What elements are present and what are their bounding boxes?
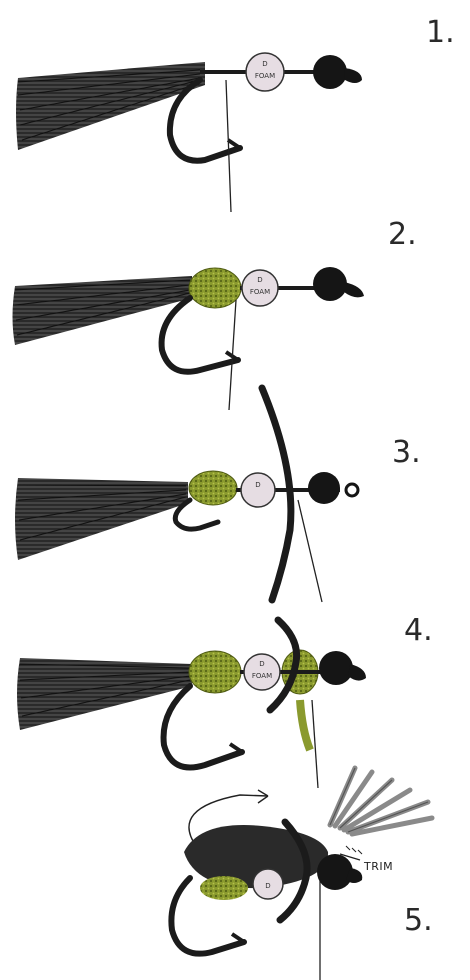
svg-text:FOAM: FOAM — [255, 72, 275, 80]
step-number: 2. — [388, 217, 417, 252]
tying-thread — [312, 700, 318, 788]
step-number: 4. — [404, 613, 433, 648]
foam-bead: D — [241, 473, 275, 507]
step-1: D FOAM 1. — [16, 15, 455, 212]
step-5: D TRIM 5. — [171, 768, 432, 980]
step-4: D FOAM 4. — [17, 613, 433, 788]
step-number: 3. — [392, 435, 421, 470]
dubbing-body — [189, 471, 237, 505]
step-number: 1. — [426, 15, 455, 50]
svg-text:D: D — [265, 882, 270, 890]
head-ball — [308, 472, 358, 504]
tying-thread — [298, 500, 322, 602]
foam-bead: D FOAM — [242, 270, 278, 306]
hook — [162, 288, 330, 372]
svg-text:FOAM: FOAM — [252, 672, 272, 680]
step-2: D FOAM 2. — [13, 217, 417, 410]
dubbing-body — [189, 268, 241, 308]
foam-bead: D FOAM — [246, 53, 284, 91]
head-ball — [319, 651, 366, 685]
step-3: D 3. — [15, 388, 421, 602]
svg-text:D: D — [255, 481, 260, 489]
hook — [170, 72, 330, 161]
hackle-fibers — [330, 768, 432, 834]
svg-text:D: D — [262, 60, 267, 68]
svg-text:FOAM: FOAM — [250, 288, 270, 296]
head-ball — [317, 854, 362, 890]
tying-thread — [226, 80, 231, 212]
svg-text:TRIM: TRIM — [363, 860, 393, 873]
svg-text:D: D — [259, 660, 264, 668]
head-ball — [313, 267, 364, 301]
foam-bead: D — [253, 869, 283, 899]
tail-fibers — [15, 478, 188, 560]
foam-bead: D FOAM — [244, 654, 280, 690]
step-number: 5. — [404, 903, 433, 938]
svg-text:D: D — [257, 276, 262, 284]
head-ball — [313, 55, 362, 89]
